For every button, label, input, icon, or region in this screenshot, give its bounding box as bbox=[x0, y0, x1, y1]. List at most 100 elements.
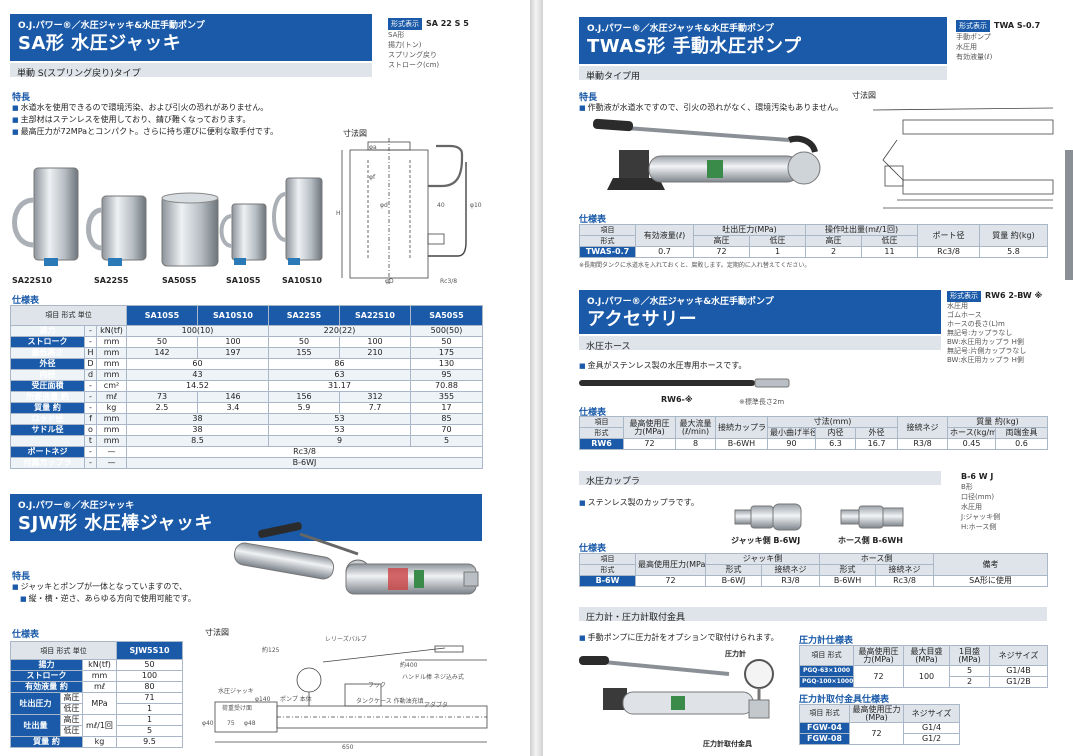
coupler-feature: ステンレス製のカップラです。 bbox=[579, 497, 699, 509]
cell: 6.3 bbox=[815, 438, 856, 450]
table-row: RW6 72 8 B-6WH 90 6.3 16.7 R3/8 0.45 0.6 bbox=[579, 438, 1049, 450]
corner-model: 形式 bbox=[579, 564, 636, 576]
cell: f bbox=[84, 413, 97, 425]
twas-pump-photo bbox=[592, 118, 821, 190]
acc-title: アクセサリー bbox=[587, 309, 698, 330]
dim-label: フック bbox=[368, 682, 387, 689]
hose-band: 水圧ホース bbox=[579, 336, 941, 352]
coupler-jack-side bbox=[734, 503, 802, 531]
coupler-spec-title: 仕様表 bbox=[579, 544, 607, 554]
cell: 71 bbox=[116, 692, 183, 704]
cell: mm bbox=[82, 670, 117, 682]
twas-spec-title: 仕様表 bbox=[579, 215, 607, 225]
row-model: FGW-04 bbox=[799, 722, 850, 734]
cell: 38 bbox=[126, 413, 269, 425]
cell: 7.7 bbox=[339, 402, 411, 414]
sa-spec-table: 項目 形式 単位 SA10S5 SA10S10 SA22S5 SA22S10 S… bbox=[10, 305, 483, 469]
row-label: 付属カップラ bbox=[10, 457, 85, 469]
corner-item: 項目 bbox=[579, 416, 624, 428]
row-label: 揚力 bbox=[10, 659, 83, 671]
cell: — bbox=[96, 446, 127, 458]
row-model: B-6W bbox=[579, 575, 636, 587]
gauge-pump-photo bbox=[579, 656, 774, 719]
cell: o bbox=[84, 424, 97, 436]
row-label: 有効液量 約 bbox=[10, 681, 83, 693]
coupler-model-code: B-6 W J B形 口径(mm) 水圧用 J:ジャッキ側 H:ホース側 bbox=[961, 472, 1000, 532]
dim-label: Rc3/8 bbox=[440, 278, 458, 285]
twas-title-band: O.J.パワー®／水圧ジャッキ&水圧手動ポンプ TWAS形 手動水圧ポンプ bbox=[579, 17, 947, 64]
corner-model: 形式 bbox=[56, 646, 71, 655]
cell: 95 bbox=[410, 369, 483, 381]
table-row: 付属カップラ-—B-6WJ bbox=[10, 457, 483, 469]
col-subheader: 形式 bbox=[705, 564, 762, 576]
jack-sa22s5 bbox=[86, 195, 147, 266]
cell: 1 bbox=[748, 246, 807, 258]
row-label: 所要液量 約 bbox=[10, 391, 85, 403]
dim-label: φ40 bbox=[202, 720, 214, 727]
model-code-value: SA 22 S 5 bbox=[426, 19, 469, 28]
table-row: 揚力-kN(tf)100(10)220(22)500(50) bbox=[10, 325, 483, 337]
cell: 0.6 bbox=[995, 438, 1049, 450]
model-code-line: ストローク(cm) bbox=[388, 61, 440, 69]
cell: B-6WJ bbox=[126, 457, 483, 469]
cell: H bbox=[84, 347, 97, 359]
coupler-caption-hose: ホース側 B-6WH bbox=[838, 536, 903, 545]
col-subheader: 低圧 bbox=[861, 235, 919, 247]
sa-title-band: O.J.パワー®／水圧ジャッキ&水圧手動ポンプ SA形 水圧ジャッキ bbox=[10, 14, 372, 61]
cell: 72 bbox=[635, 575, 706, 587]
col-subheader: ホース(kg/m) bbox=[947, 427, 997, 439]
hose-spec-table: 項目 最高使用圧力(MPa) 最大流量(ℓ/min) 接続カップラ 寸法(mm)… bbox=[579, 416, 1049, 450]
sa-subtitle: O.J.パワー®／水圧ジャッキ&水圧手動ポンプ bbox=[18, 21, 205, 31]
cell: B-6WH bbox=[715, 438, 768, 450]
page-gutter bbox=[530, 0, 543, 756]
cell: 355 bbox=[410, 391, 483, 403]
corner-item: 項目 bbox=[809, 709, 824, 717]
cell: 80 bbox=[116, 681, 183, 693]
col-header: 最高使用圧力(MPa) bbox=[623, 416, 676, 439]
cell: 0.45 bbox=[947, 438, 997, 450]
sa-jacks-photo bbox=[12, 167, 323, 267]
row-label: ポートネジ bbox=[10, 446, 85, 458]
cell: 9 bbox=[268, 435, 411, 447]
cell: 155 bbox=[268, 347, 340, 359]
dim-label: φ10 bbox=[470, 202, 482, 209]
cell: 90 bbox=[767, 438, 816, 450]
cell: R3/8 bbox=[897, 438, 949, 450]
cell: 210 bbox=[339, 347, 411, 359]
cell: 130 bbox=[410, 358, 483, 370]
corner-item: 項目 bbox=[600, 226, 615, 234]
twas-type-band: 単動タイプ用 bbox=[579, 66, 947, 82]
cell: - bbox=[84, 336, 97, 348]
col-header: ネジサイズ bbox=[989, 645, 1048, 666]
table-row: TWAS-0.7 0.7 72 1 2 11 Rc3/8 5.8 bbox=[579, 246, 1049, 258]
row-label: 外径 bbox=[10, 358, 85, 370]
dim-label: φf bbox=[369, 174, 376, 181]
cell: mm bbox=[96, 413, 127, 425]
col-header: ホース側 bbox=[819, 553, 935, 565]
cell: - bbox=[84, 391, 97, 403]
cell: 11 bbox=[861, 246, 919, 258]
cell: - bbox=[84, 446, 97, 458]
cell: G1/2B bbox=[989, 676, 1048, 688]
col-header: 質量 約(kg) bbox=[979, 224, 1049, 247]
cell: 53 bbox=[268, 424, 411, 436]
feature-item: 手動ポンプに圧力計をオプションで取付けられます。 bbox=[579, 632, 779, 644]
row-label: 揚力 bbox=[10, 325, 85, 337]
dim-label: φ48 bbox=[244, 720, 256, 727]
model-code-line: 無記号:カップラなし bbox=[947, 329, 1013, 337]
coupler-caption-jack: ジャッキ側 B-6WJ bbox=[731, 536, 801, 545]
cell: mm bbox=[96, 358, 127, 370]
model-code-tag: 形式表示 bbox=[947, 291, 981, 302]
model-code-tag: 形式表示 bbox=[956, 20, 990, 32]
hose-caption: RW6-※ bbox=[661, 395, 693, 404]
corner-model: 形式 bbox=[579, 235, 636, 247]
cell: 72 bbox=[849, 722, 904, 745]
model-code-line: 手動ポンプ bbox=[956, 33, 991, 41]
cell: cm² bbox=[96, 380, 127, 392]
cell: 220(22) bbox=[268, 325, 411, 337]
